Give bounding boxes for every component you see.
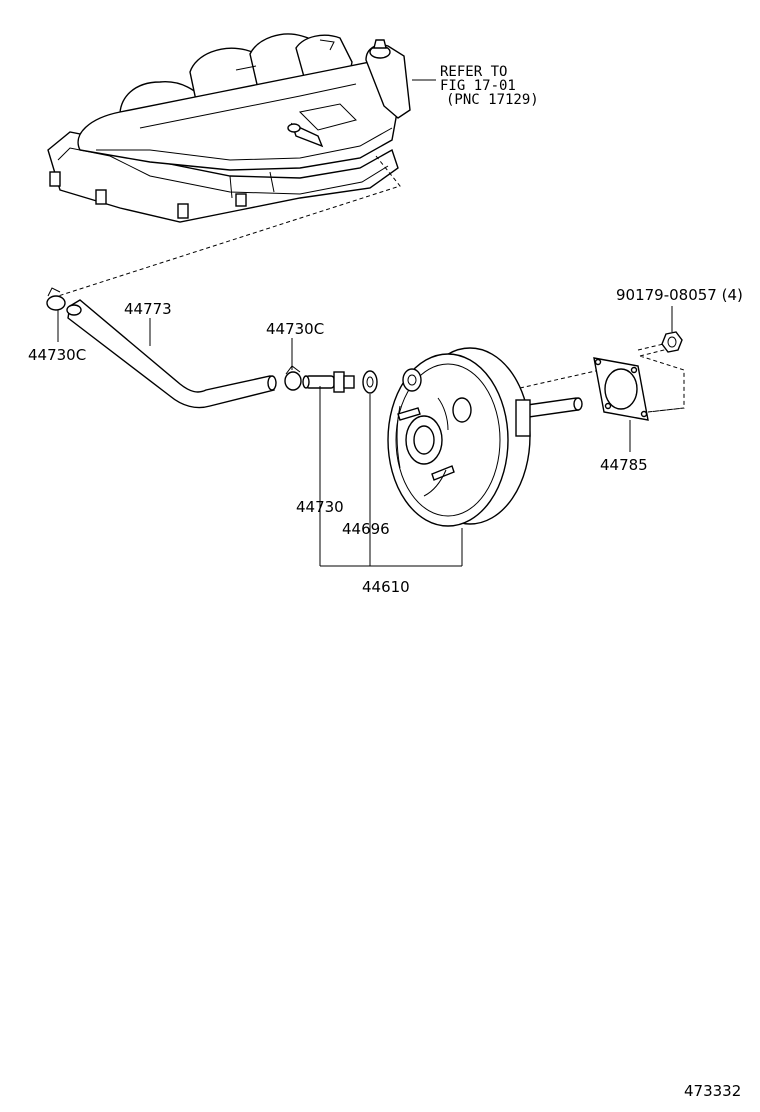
clamp-right <box>284 365 302 391</box>
booster-gasket-dashed-line <box>519 369 601 389</box>
gasket-dashed-box <box>637 341 685 413</box>
gasket <box>593 357 649 421</box>
hose-label: 44773 <box>124 300 172 318</box>
clamp-left-label: 44730C <box>28 346 86 364</box>
booster-assembly-label: 44610 <box>362 578 410 596</box>
refer-note-line1: REFER TO <box>440 64 507 80</box>
grommet <box>362 370 378 394</box>
nut-label: 90179-08057 (4) <box>616 286 743 304</box>
clamp-right-label: 44730C <box>266 320 324 338</box>
assembly-bracket <box>319 386 463 567</box>
clamp-left <box>46 287 66 311</box>
refer-note-line2: FIG 17-01 <box>440 78 516 94</box>
refer-note-line3: (PNC 17129) <box>446 92 539 108</box>
manifold-connection-dashed-line <box>51 155 401 299</box>
nut <box>661 331 683 353</box>
brake-booster-assembly <box>387 347 583 527</box>
vacuum-hose <box>66 299 277 409</box>
grommet-label: 44696 <box>342 520 390 538</box>
figure-number: 473332 <box>684 1082 741 1100</box>
intake-manifold-illustration <box>47 33 411 223</box>
union-label: 44730 <box>296 498 344 516</box>
union-check-valve <box>302 371 355 393</box>
gasket-label: 44785 <box>600 456 648 474</box>
